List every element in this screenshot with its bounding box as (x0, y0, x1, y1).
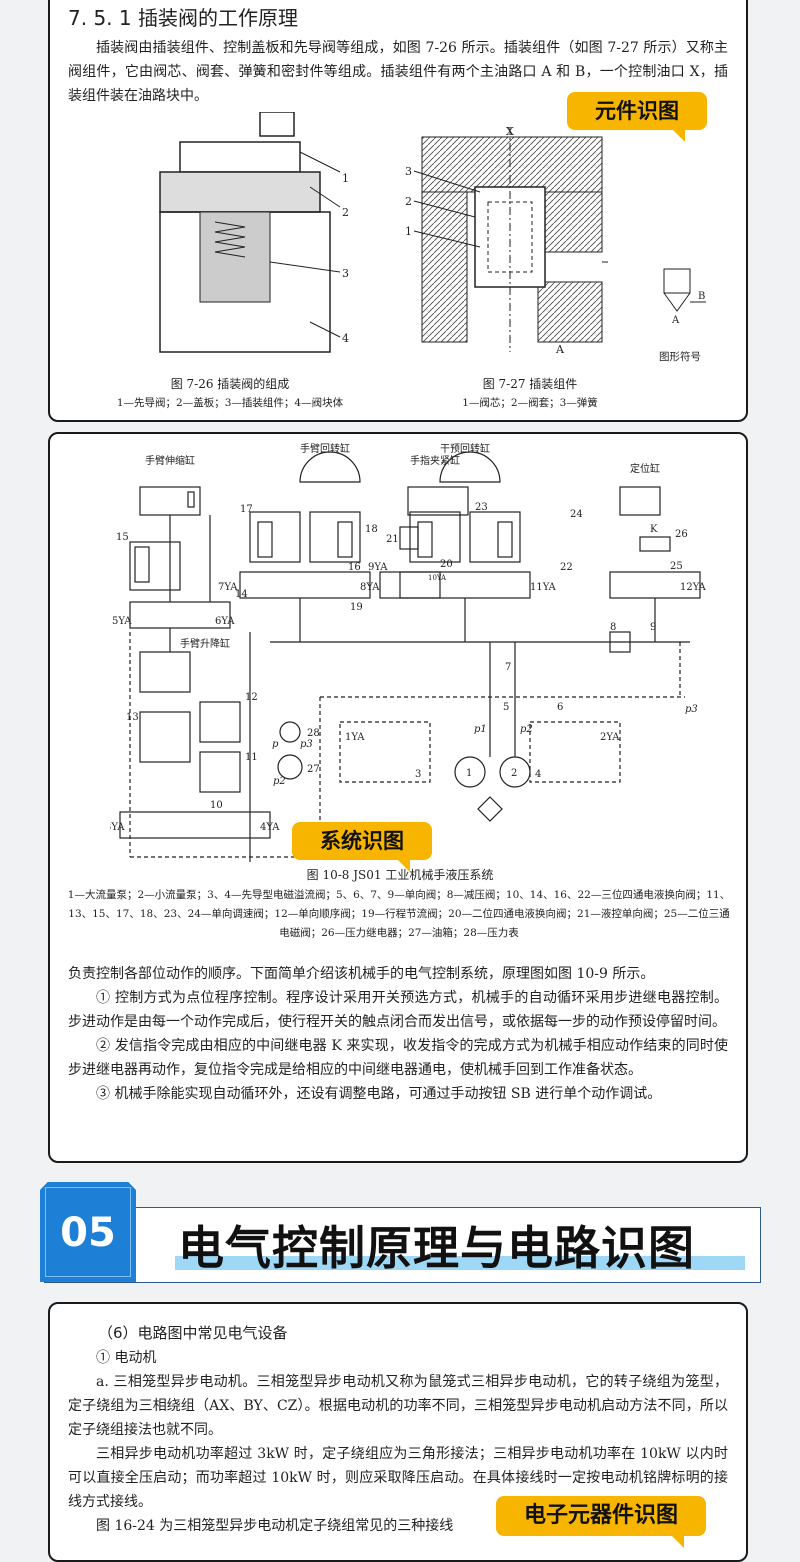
svg-text:定位缸: 定位缸 (630, 462, 660, 475)
paragraph: a. 三相笼型异步电动机。三相笼型异步电动机又称为鼠笼式三相异步电动机，它的转子… (68, 1374, 728, 1438)
svg-text:8YA: 8YA (360, 582, 380, 593)
svg-text:3YA: 3YA (110, 822, 125, 833)
figure-legend: 1—大流量泵；2—小流量泵；3、4—先导型电磁溢流阀；5、6、7、9—单向阀；8… (67, 889, 731, 939)
figure-caption: 图 7-26 插装阀的组成 (170, 377, 290, 391)
svg-text:p: p (272, 739, 279, 750)
svg-text:9: 9 (650, 622, 656, 633)
svg-text:13: 13 (126, 712, 139, 723)
svg-text:1YA: 1YA (345, 732, 365, 743)
figure-7-27-cartridge-assembly: X A B 3 2 1 (405, 127, 608, 356)
svg-text:X: X (506, 127, 514, 138)
body-text: ① 电动机 a. 三相笼型异步电动机。三相笼型异步电动机又称为鼠笼式三相异步电动… (68, 1346, 728, 1538)
figure-caption: 图 7-27 插装组件 (482, 377, 578, 391)
paragraph: 负责控制各部位动作的顺序。下面简单介绍该机械手的电气控制系统，原理图如图 10-… (68, 966, 655, 982)
figure-7-26-cartridge-valve: 1 2 3 4 (159, 112, 349, 353)
svg-text:p2: p2 (273, 776, 286, 787)
svg-text:7: 7 (505, 662, 511, 673)
svg-text:20: 20 (440, 559, 453, 570)
svg-text:4: 4 (342, 332, 349, 345)
section-heading: 7. 5. 1 插装阀的工作原理 (68, 6, 298, 30)
svg-text:1: 1 (466, 768, 472, 779)
svg-text:手臂升降缸: 手臂升降缸 (180, 637, 230, 650)
svg-text:28: 28 (307, 728, 320, 739)
svg-text:6: 6 (557, 702, 563, 713)
svg-text:14: 14 (235, 589, 248, 600)
chapter-title: 电气控制原理与电路识图 (178, 1221, 695, 1275)
svg-text:A: A (555, 343, 565, 356)
svg-text:25: 25 (670, 561, 683, 572)
svg-text:4YA: 4YA (260, 822, 280, 833)
chapter-number-block: 05 (40, 1182, 136, 1282)
svg-text:手指夹紧缸: 手指夹紧缸 (410, 454, 460, 467)
figure-legend: 1—阀芯；2—阀套；3—弹簧 (462, 397, 598, 409)
chapter-header (44, 1207, 761, 1283)
svg-text:p3: p3 (685, 704, 698, 715)
svg-text:2: 2 (342, 206, 349, 219)
svg-text:6YA: 6YA (215, 616, 235, 627)
subsection-heading: （6）电路图中常见电气设备 (98, 1324, 288, 1342)
svg-text:9YA: 9YA (368, 562, 388, 573)
svg-text:干预回转缸: 干预回转缸 (440, 442, 490, 455)
section-card-electrical-devices: （6）电路图中常见电气设备 ① 电动机 a. 三相笼型异步电动机。三相笼型异步电… (48, 1302, 748, 1562)
paragraph: ① 控制方式为点位程序控制。程序设计采用开关预选方式，机械手的自动循环采用步进继… (68, 990, 728, 1030)
svg-text:22: 22 (560, 562, 573, 573)
svg-text:A: A (671, 315, 680, 326)
svg-text:1: 1 (342, 172, 349, 185)
body-text: 负责控制各部位动作的顺序。下面简单介绍该机械手的电气控制系统，原理图如图 10-… (68, 962, 728, 1106)
sub-heading: ① 电动机 (96, 1350, 157, 1366)
cartridge-valve-symbol: B A (663, 268, 706, 326)
chapter-number: 05 (60, 1210, 116, 1256)
svg-text:2: 2 (405, 195, 412, 208)
svg-text:12YA: 12YA (680, 582, 707, 593)
svg-text:3: 3 (405, 165, 412, 178)
svg-text:16: 16 (348, 562, 361, 573)
badge-component-diagram: 元件识图 (567, 92, 707, 142)
svg-text:10YA: 10YA (428, 574, 447, 582)
section-card-cartridge-valve: 7. 5. 1 插装阀的工作原理 插装阀由插装组件、控制盖板和先导阀等组成，如图… (48, 0, 748, 422)
svg-text:11: 11 (245, 752, 258, 763)
svg-text:10: 10 (210, 800, 223, 811)
svg-text:15: 15 (116, 532, 129, 543)
paragraph: ③ 机械手除能实现自动循环外，还设有调整电路，可通过手动按钮 SB 进行单个动作… (96, 1086, 662, 1102)
svg-text:2YA: 2YA (600, 732, 620, 743)
section-card-hydraulic-system: 手臂伸缩缸 手臂回转缸 手指夹紧缸 干预回转缸 定位缸 手臂升降缸 15 14 … (48, 432, 748, 1163)
svg-text:2: 2 (511, 768, 517, 779)
svg-text:7YA: 7YA (218, 582, 238, 593)
badge-electronic-components: 电子元器件识图 (496, 1496, 706, 1548)
svg-text:18: 18 (365, 524, 378, 535)
svg-text:23: 23 (475, 502, 488, 513)
svg-text:p2: p2 (520, 724, 533, 735)
svg-text:8: 8 (610, 622, 616, 633)
figure-legend: 1—先导阀；2—盖板；3—插装组件；4—阀块体 (116, 397, 344, 409)
svg-text:p1: p1 (474, 724, 487, 735)
svg-text:K: K (650, 524, 658, 535)
svg-text:24: 24 (570, 509, 583, 520)
svg-text:p3: p3 (300, 739, 313, 750)
svg-text:26: 26 (675, 529, 688, 540)
svg-text:3: 3 (342, 267, 349, 280)
title-underline (175, 1256, 745, 1270)
svg-text:3: 3 (415, 769, 421, 780)
figure-caption: 图 10-8 JS01 工业机械手液压系统 (306, 868, 494, 882)
svg-text:手臂回转缸: 手臂回转缸 (300, 442, 350, 455)
svg-text:17: 17 (240, 504, 253, 515)
svg-text:1: 1 (405, 225, 412, 238)
svg-text:11YA: 11YA (530, 582, 557, 593)
svg-text:19: 19 (350, 602, 363, 613)
svg-text:手臂伸缩缸: 手臂伸缩缸 (145, 454, 195, 467)
svg-text:B: B (698, 291, 705, 302)
paragraph: 三相异步电动机功率超过 3kW 时，定子绕组应为三角形接法；三相异步电动机功率在… (68, 1446, 728, 1510)
svg-text:12: 12 (245, 692, 258, 703)
svg-text:27: 27 (307, 764, 320, 775)
paragraph: 图 16-24 为三相笼型异步电动机定子绕组常见的三种接线 (96, 1518, 454, 1534)
paragraph: 插装阀由插装组件、控制盖板和先导阀等组成，如图 7-26 所示。插装组件（如图 … (68, 40, 728, 104)
symbol-label: 图形符号 (659, 351, 701, 363)
svg-text:5YA: 5YA (112, 616, 132, 627)
svg-text:4: 4 (535, 769, 541, 780)
svg-text:21: 21 (386, 534, 399, 545)
hydraulic-system-diagram: 手臂伸缩缸 手臂回转缸 手指夹紧缸 干预回转缸 定位缸 手臂升降缸 15 14 … (110, 442, 707, 862)
paragraph: ② 发信指令完成由相应的中间继电器 K 来实现，收发指令的完成方式为机械手相应动… (68, 1038, 728, 1078)
svg-text:5: 5 (503, 702, 509, 713)
badge-system-diagram: 系统识图 (292, 822, 432, 872)
